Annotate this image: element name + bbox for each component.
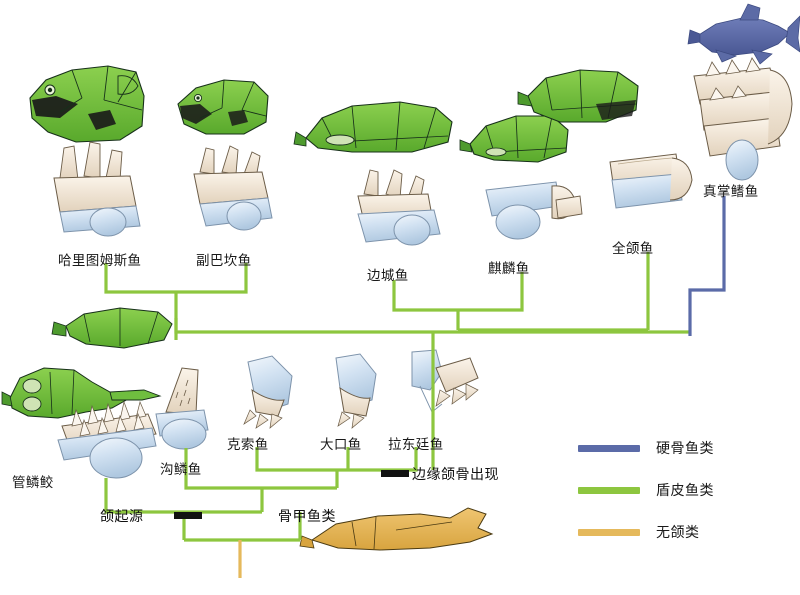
green-armored-head-icon — [177, 79, 269, 135]
orange-jawless-fish-icon — [299, 507, 494, 551]
legend-item-jawless: 无颌类 — [578, 520, 700, 544]
legend-label-jawless: 无颌类 — [656, 525, 700, 541]
taxon-label-quanhe: 全颌鱼 — [612, 241, 654, 257]
green-ray-icon — [1, 367, 162, 419]
jaw-bone-icon — [57, 400, 157, 479]
taxon-label-dakou: 大口鱼 — [320, 437, 362, 453]
taxon-label-qilin: 麒麟鱼 — [488, 261, 530, 277]
legend-swatch-jawless — [578, 528, 640, 536]
jaw-bone-icon — [155, 367, 209, 450]
legend: 硬骨鱼类 盾皮鱼类 无颌类 — [578, 436, 788, 548]
green-armored-head-icon — [517, 69, 639, 123]
legend-swatch-bony-fish — [578, 444, 640, 452]
jaw-bone-icon — [53, 141, 141, 237]
jaw-bone-icon — [357, 169, 441, 246]
blue-fish-icon — [687, 3, 800, 65]
taxon-label-zhenzhangqi: 真掌鳍鱼 — [703, 184, 759, 200]
node-label-jaw-origin: 颌起源 — [100, 509, 144, 525]
taxon-label-haliutumusi: 哈里图姆斯鱼 — [58, 253, 142, 269]
jaw-bone-icon — [243, 355, 293, 429]
jaw-bone-icon — [609, 153, 693, 209]
taxon-label-fubakan: 副巴坎鱼 — [196, 253, 252, 269]
jaw-bone-icon — [693, 57, 793, 181]
taxon-label-goulin: 沟鳞鱼 — [160, 462, 202, 478]
node-marker — [174, 470, 409, 519]
legend-item-bony-fish: 硬骨鱼类 — [578, 436, 714, 460]
green-armored-head-icon — [459, 115, 569, 163]
taxon-label-guanlinjiao: 管鳞鲛 — [12, 475, 54, 491]
node-label-marginal-jaw-bone: 边缘颌骨出现 — [412, 467, 499, 483]
green-armored-head-icon — [29, 65, 145, 143]
jaw-bone-icon — [193, 145, 273, 231]
legend-label-placoderm: 盾皮鱼类 — [656, 483, 714, 499]
green-flat-fish-icon — [51, 307, 173, 349]
taxon-label-ladongting: 拉东廷鱼 — [388, 437, 444, 453]
legend-label-bony-fish: 硬骨鱼类 — [656, 441, 714, 457]
legend-swatch-placoderm — [578, 486, 640, 494]
taxon-label-kesuo: 克索鱼 — [227, 437, 269, 453]
node-label-osteostraci: 骨甲鱼类 — [278, 509, 336, 525]
jaw-bone-icon — [485, 181, 583, 240]
green-flat-fish-icon — [293, 101, 453, 153]
taxon-label-biancheng: 边城鱼 — [367, 268, 409, 284]
jaw-bone-icon — [335, 353, 377, 429]
legend-item-placoderm: 盾皮鱼类 — [578, 478, 714, 502]
